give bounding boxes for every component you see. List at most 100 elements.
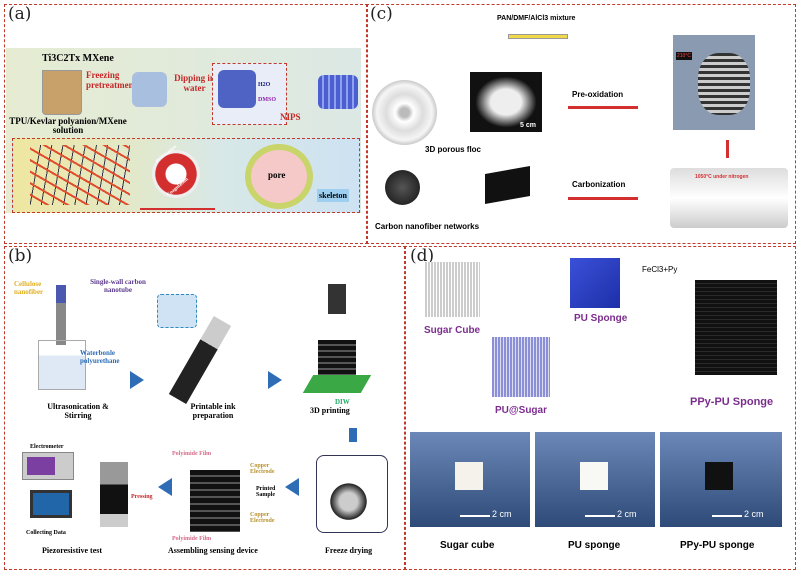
printed-sample-label: Printed Sample <box>256 486 276 498</box>
photo-sugar-cube: 2 cm <box>410 432 530 527</box>
copper-bottom-label: Copper Electrode <box>250 512 275 524</box>
arrow-1 <box>130 371 144 389</box>
pu-sponge-sample <box>580 462 608 490</box>
arrow-4 <box>158 478 172 496</box>
electrometer-screen <box>27 457 55 475</box>
step5-label: Assembling sensing device <box>168 546 258 555</box>
pu-sugar-label: PU@Sugar <box>495 405 547 416</box>
carbonization-arrow <box>568 197 638 200</box>
syringe <box>508 34 568 39</box>
panel-d-label: (d) <box>410 246 435 266</box>
mxene-label: Ti3C2Tx MXene <box>42 53 114 64</box>
panel-a <box>4 4 368 244</box>
polymer-network <box>30 145 130 205</box>
oven-window <box>698 53 750 115</box>
panel-a-label: (a) <box>8 4 32 24</box>
mixture-label: PAN/DMF/AlCl3 mixture <box>497 15 576 22</box>
pore-ring <box>245 144 313 209</box>
pu-sponge-label: PU Sponge <box>574 313 628 324</box>
carbon-cube <box>385 170 420 205</box>
floc-photo <box>470 72 542 132</box>
polyimide-bottom-label: Polyimide Film <box>172 536 212 542</box>
sugar-cube-sample <box>455 462 483 490</box>
scale-label: 2 cm <box>744 509 764 519</box>
swcnt-label: Single-wall carbon nanotube <box>90 278 146 294</box>
pu-sponge-cube <box>570 258 620 308</box>
tube-furnace <box>670 168 788 228</box>
scale-bar <box>712 515 742 517</box>
caption-ppy-sponge: PPy-PU sponge <box>680 540 755 551</box>
photo-ppy-sponge: 2 cm <box>660 432 782 527</box>
panel-d <box>404 246 796 570</box>
caption-pu-sponge: PU sponge <box>568 540 621 551</box>
h2o-label: H2O <box>258 82 271 88</box>
step6-label: Piezoresistive test <box>42 546 103 555</box>
arrow-down <box>349 428 357 442</box>
press <box>100 462 128 527</box>
dipped-cylinder <box>218 70 256 108</box>
scale-bar <box>460 515 490 517</box>
panel-b <box>4 246 406 570</box>
scale-label: 2 cm <box>492 509 512 519</box>
ink-zoom <box>157 294 197 328</box>
reagent-label: FeCl3+Py <box>642 265 678 274</box>
printed-lattice <box>318 340 356 380</box>
dmso-label: DMSO <box>258 97 276 103</box>
preox-label: Pre-oxidation <box>572 90 624 99</box>
electrometer <box>22 452 74 480</box>
carbonization-label: Carbonization <box>572 180 626 189</box>
down-arrow <box>726 140 729 158</box>
beaker <box>38 340 86 390</box>
preox-arrow <box>568 106 638 109</box>
ppy-label: PPy-PU Sponge <box>690 396 774 408</box>
laptop <box>30 490 72 518</box>
cellulose-label: Cellulose nanofiber <box>14 280 44 296</box>
dipping-label: Dipping in water <box>174 73 215 93</box>
caption-sugar-cube: Sugar cube <box>440 540 495 551</box>
sensor-stack <box>190 470 240 532</box>
panel-c-label: (c) <box>370 4 393 24</box>
electrometer-label: Electrometer <box>30 444 64 450</box>
step3-label: 3D printing <box>310 406 350 415</box>
porous-cylinder <box>318 75 358 109</box>
step2-label: Printable ink preparation <box>190 402 236 420</box>
ppy-sponge-sample <box>705 462 733 490</box>
pressing-label: Pressing <box>131 494 153 500</box>
stirrer <box>56 285 66 345</box>
pore-label: pore <box>268 170 286 180</box>
nips-label: NIPS <box>280 112 301 122</box>
panel-c <box>366 4 796 244</box>
scale-label: 2 cm <box>617 509 637 519</box>
polyimide-top-label: Polyimide Film <box>172 451 212 457</box>
print-bed <box>302 375 372 393</box>
skeleton-label: skeleton <box>317 189 349 202</box>
step1-label: Ultrasonication & Stirring <box>47 402 109 420</box>
diw-label: DIW <box>335 398 350 406</box>
copper-top-label: Copper Electrode <box>250 463 275 475</box>
swirl-icon <box>152 150 200 198</box>
process-arrow <box>140 208 215 210</box>
frozen-cylinder <box>132 72 167 107</box>
furnace-label: 1050°C under nitrogen <box>695 174 749 180</box>
freeze-dry-box <box>316 455 388 533</box>
sugar-cube-label: Sugar Cube <box>424 325 481 336</box>
collecting-label: Collecting Data <box>26 530 66 536</box>
oven-temp: 210°C <box>676 52 692 60</box>
solution-label: TPU/Kevlar polyanion/MXene solution <box>9 116 127 136</box>
floc-label: 3D porous floc <box>425 145 482 154</box>
ppy-cube <box>695 280 777 375</box>
floc-scale: 5 cm <box>520 122 536 129</box>
freezing-label: Freezing pretreatment <box>86 70 137 90</box>
scale-bar <box>585 515 615 517</box>
pu-sugar-cube <box>492 337 550 397</box>
arrow-3 <box>285 478 299 496</box>
sugar-cube-lattice <box>425 262 480 317</box>
photo-pu-sponge: 2 cm <box>535 432 655 527</box>
step4-label: Freeze drying <box>325 546 373 555</box>
print-nozzle <box>328 284 346 314</box>
collector-disk <box>372 80 437 145</box>
wpu-label: Waterbonle polyurethane <box>80 349 120 365</box>
panel-b-label: (b) <box>8 246 33 266</box>
arrow-2 <box>268 371 282 389</box>
network-label: Carbon nanofiber networks <box>375 222 480 231</box>
